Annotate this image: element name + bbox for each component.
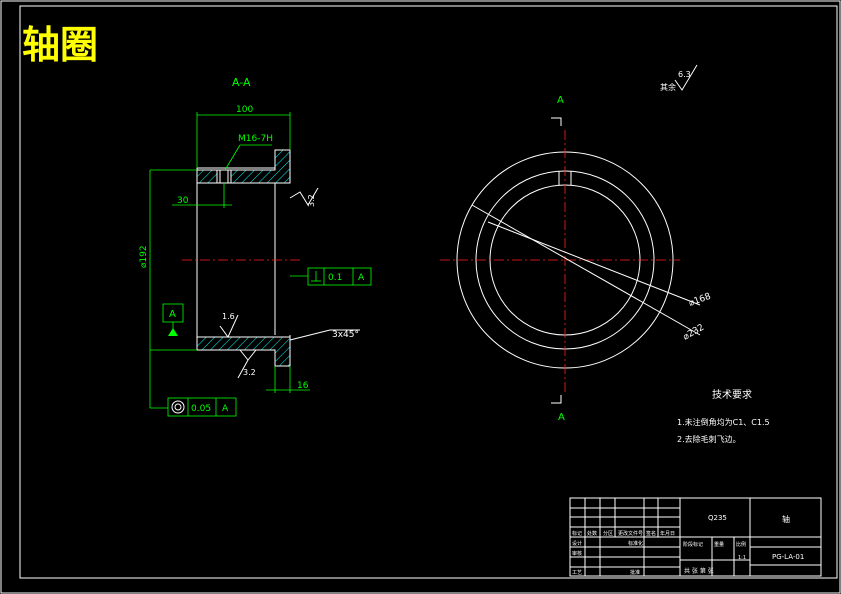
svg-text:0.05: 0.05	[191, 404, 211, 414]
tb-stage: 阶段标记	[683, 541, 703, 548]
svg-text:技术要求: 技术要求	[712, 388, 752, 401]
tb-check: 审核	[572, 550, 582, 557]
svg-text:M16-7H: M16-7H	[238, 134, 273, 144]
dim-offset: 30	[172, 183, 232, 208]
title-block	[569, 497, 822, 577]
tb-label-2: 分区	[603, 530, 613, 537]
svg-text:16: 16	[297, 381, 309, 391]
tb-label-3: 更改文件号	[618, 530, 643, 537]
roughness-general: 其余 6.3	[660, 64, 698, 92]
runout-frame: 0.05 A	[149, 350, 237, 417]
section-cut-bottom: A	[551, 395, 565, 423]
svg-text:100: 100	[236, 105, 253, 115]
tb-ratio: 比例	[736, 541, 746, 548]
svg-text:30: 30	[177, 196, 189, 206]
svg-text:6.3: 6.3	[678, 70, 691, 79]
dim-width: 100	[196, 105, 291, 168]
thread-callout: M16-7H	[224, 134, 273, 171]
title-block-scale: 1:1	[738, 555, 746, 561]
svg-text:0.1: 0.1	[328, 273, 342, 283]
upper-wall-hatch	[196, 149, 291, 184]
svg-text:A: A	[358, 273, 365, 283]
svg-text:A: A	[557, 95, 564, 106]
roughness-top: 3.2	[289, 187, 319, 207]
svg-text:A: A	[169, 309, 176, 320]
svg-text:3x45°: 3x45°	[332, 330, 359, 340]
tb-label-5: 年月日	[660, 530, 675, 537]
svg-text:2.去除毛刺飞边。: 2.去除毛刺飞边。	[677, 434, 741, 444]
tb-sheets: 共 张 第 张	[684, 567, 714, 575]
drawing-title: 轴圈	[22, 23, 98, 67]
dim-flange: 16	[266, 366, 310, 393]
svg-text:A: A	[222, 404, 229, 414]
roughness-bottom: 3.2	[237, 349, 257, 379]
title-block-part-name: 轴	[782, 514, 790, 524]
section-label: A-A	[232, 76, 251, 89]
tb-design: 设计	[572, 540, 582, 547]
datum-a: A	[162, 303, 184, 336]
tb-approve: 批准	[630, 569, 640, 576]
tb-weight: 重量	[714, 541, 724, 548]
roughness-inner: 1.6	[219, 312, 239, 338]
front-view	[440, 130, 680, 395]
svg-text:⌀232: ⌀232	[682, 323, 707, 343]
svg-text:3.2: 3.2	[243, 368, 256, 377]
tb-label-4: 签名	[646, 530, 656, 537]
svg-text:⌀168: ⌀168	[688, 292, 713, 309]
svg-text:1.未注倒角均为C1、C1.5: 1.未注倒角均为C1、C1.5	[677, 417, 770, 427]
title-block-material: Q235	[708, 514, 727, 522]
chamfer-callout: 3x45°	[289, 329, 360, 341]
threaded-hole	[216, 169, 232, 184]
perpendicularity-frame: 0.1 A	[290, 267, 372, 286]
title-block-drawing-no: PG-LA-01	[772, 553, 804, 561]
tb-label-0: 标记	[572, 530, 582, 537]
svg-text:A: A	[558, 412, 565, 423]
lower-wall-hatch	[196, 336, 291, 367]
technical-requirements: 技术要求 1.未注倒角均为C1、C1.5 2.去除毛刺飞边。	[677, 388, 770, 444]
tb-label-1: 处数	[587, 530, 597, 537]
svg-text:⌀192: ⌀192	[139, 245, 149, 268]
tb-process: 工艺	[572, 570, 582, 576]
inner-frame	[19, 5, 838, 579]
svg-text:3.2: 3.2	[307, 194, 316, 207]
section-cut-top: A	[551, 95, 564, 126]
svg-text:1.6: 1.6	[222, 312, 235, 321]
dim-d232: ⌀232	[471, 204, 707, 343]
dim-d168: ⌀168	[487, 221, 713, 309]
svg-text:其余: 其余	[660, 82, 676, 92]
dim-bore: ⌀192	[139, 169, 197, 351]
tb-standard: 标准化	[628, 540, 643, 547]
